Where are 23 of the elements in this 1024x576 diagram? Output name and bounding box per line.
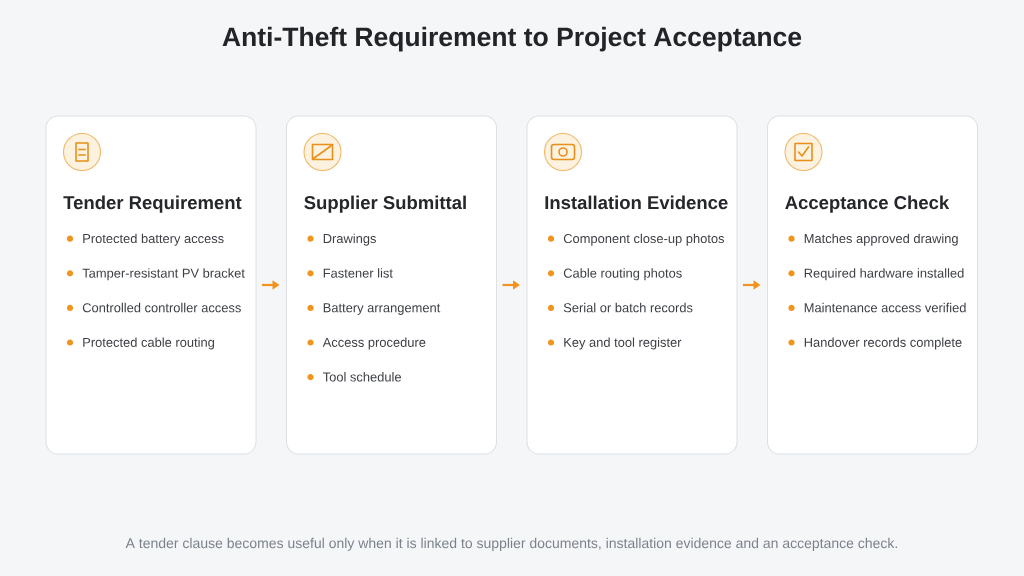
list-item: Tamper-resistant PV bracket <box>82 268 245 281</box>
card-heading: Tender Requirement <box>63 195 242 213</box>
caption: A tender clause becomes useful only when it is linked to supplier documents, installation evidence and an acceptance check. <box>125 537 897 551</box>
list-item: Protected battery access <box>83 233 224 246</box>
list-item: Fastener list <box>323 268 393 278</box>
list-item: Controlled controller access <box>82 302 241 313</box>
card-heading: Acceptance Check <box>785 195 950 213</box>
list-item: Component close-up photos <box>563 233 725 246</box>
list-item: Cable routing photos <box>563 268 682 281</box>
list-item: Access procedure <box>322 337 426 350</box>
list-item: Battery arrangement <box>323 303 441 315</box>
list-item: Serial or batch records <box>563 302 693 313</box>
card-heading: Supplier Submittal <box>304 195 466 213</box>
list-item: Protected cable routing <box>83 337 214 350</box>
list-item: Drawings <box>323 233 376 246</box>
title: Anti-Theft Requirement to Project Acceptance <box>222 26 802 52</box>
list-item: Handover records complete <box>804 337 962 350</box>
card-heading: Installation Evidence <box>545 195 728 210</box>
list-item: Maintenance access verified <box>804 302 966 313</box>
list-item: Matches approved drawing <box>804 233 958 246</box>
list-item: Required hardware installed <box>804 268 964 281</box>
list-item: Tool schedule <box>323 372 401 382</box>
list-item: Key and tool register <box>564 337 682 350</box>
